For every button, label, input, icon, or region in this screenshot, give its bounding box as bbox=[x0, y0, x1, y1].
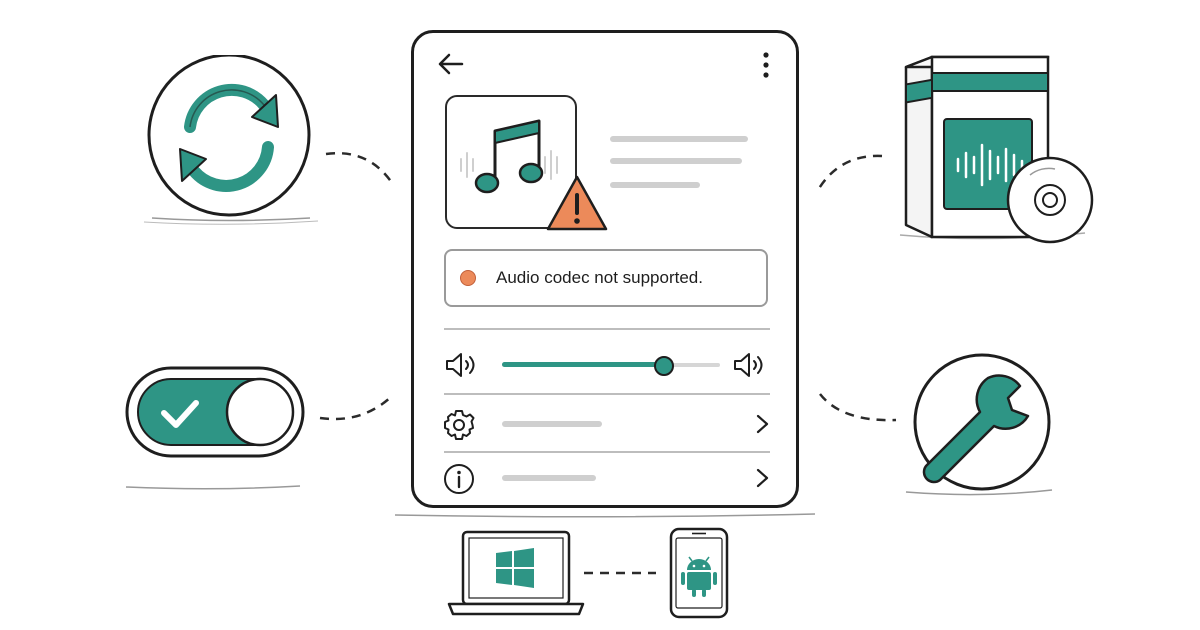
divider bbox=[444, 393, 770, 395]
error-status-dot bbox=[460, 270, 476, 286]
warning-icon bbox=[546, 175, 608, 231]
volume-slider[interactable] bbox=[502, 351, 720, 379]
divider bbox=[444, 328, 770, 330]
volume-slider-fill bbox=[502, 362, 664, 367]
android-phone-icon bbox=[669, 527, 729, 619]
info-icon bbox=[444, 464, 474, 494]
info-row[interactable] bbox=[442, 457, 772, 497]
volume-high-icon[interactable] bbox=[732, 351, 768, 379]
error-message: Audio codec not supported. bbox=[496, 268, 703, 287]
volume-slider-thumb[interactable] bbox=[654, 356, 675, 376]
connector-dash bbox=[819, 393, 897, 422]
album-art bbox=[445, 95, 577, 229]
chevron-right-icon bbox=[756, 414, 769, 434]
sync-circle-illustration bbox=[140, 55, 320, 230]
connector-dash bbox=[584, 571, 656, 575]
volume-low-icon[interactable] bbox=[444, 351, 480, 379]
back-arrow-icon[interactable] bbox=[436, 49, 466, 79]
windows-laptop-icon bbox=[447, 530, 585, 616]
settings-row[interactable] bbox=[442, 403, 772, 443]
connector-dash bbox=[816, 154, 883, 191]
wrench-circle-illustration bbox=[900, 350, 1060, 500]
sync-icon bbox=[143, 55, 319, 225]
more-options-icon[interactable] bbox=[759, 50, 773, 80]
android-phone-illustration bbox=[668, 526, 730, 622]
wrench-icon bbox=[905, 353, 1053, 496]
music-note-icon bbox=[460, 119, 558, 194]
error-banner: Audio codec not supported. bbox=[444, 249, 768, 307]
windows-laptop-illustration bbox=[445, 530, 587, 620]
media-player-card: Audio codec not supported. bbox=[411, 30, 799, 508]
toggle-switch bbox=[124, 365, 309, 495]
codec-package-icon bbox=[899, 55, 1094, 244]
chevron-right-icon bbox=[756, 468, 769, 488]
connector-dash bbox=[319, 395, 393, 421]
connector-dash bbox=[325, 151, 396, 187]
gear-icon bbox=[444, 410, 475, 440]
divider bbox=[444, 451, 770, 453]
check-icon bbox=[161, 400, 199, 428]
card-shadow bbox=[395, 513, 815, 518]
codec-package-illustration bbox=[880, 45, 1110, 250]
